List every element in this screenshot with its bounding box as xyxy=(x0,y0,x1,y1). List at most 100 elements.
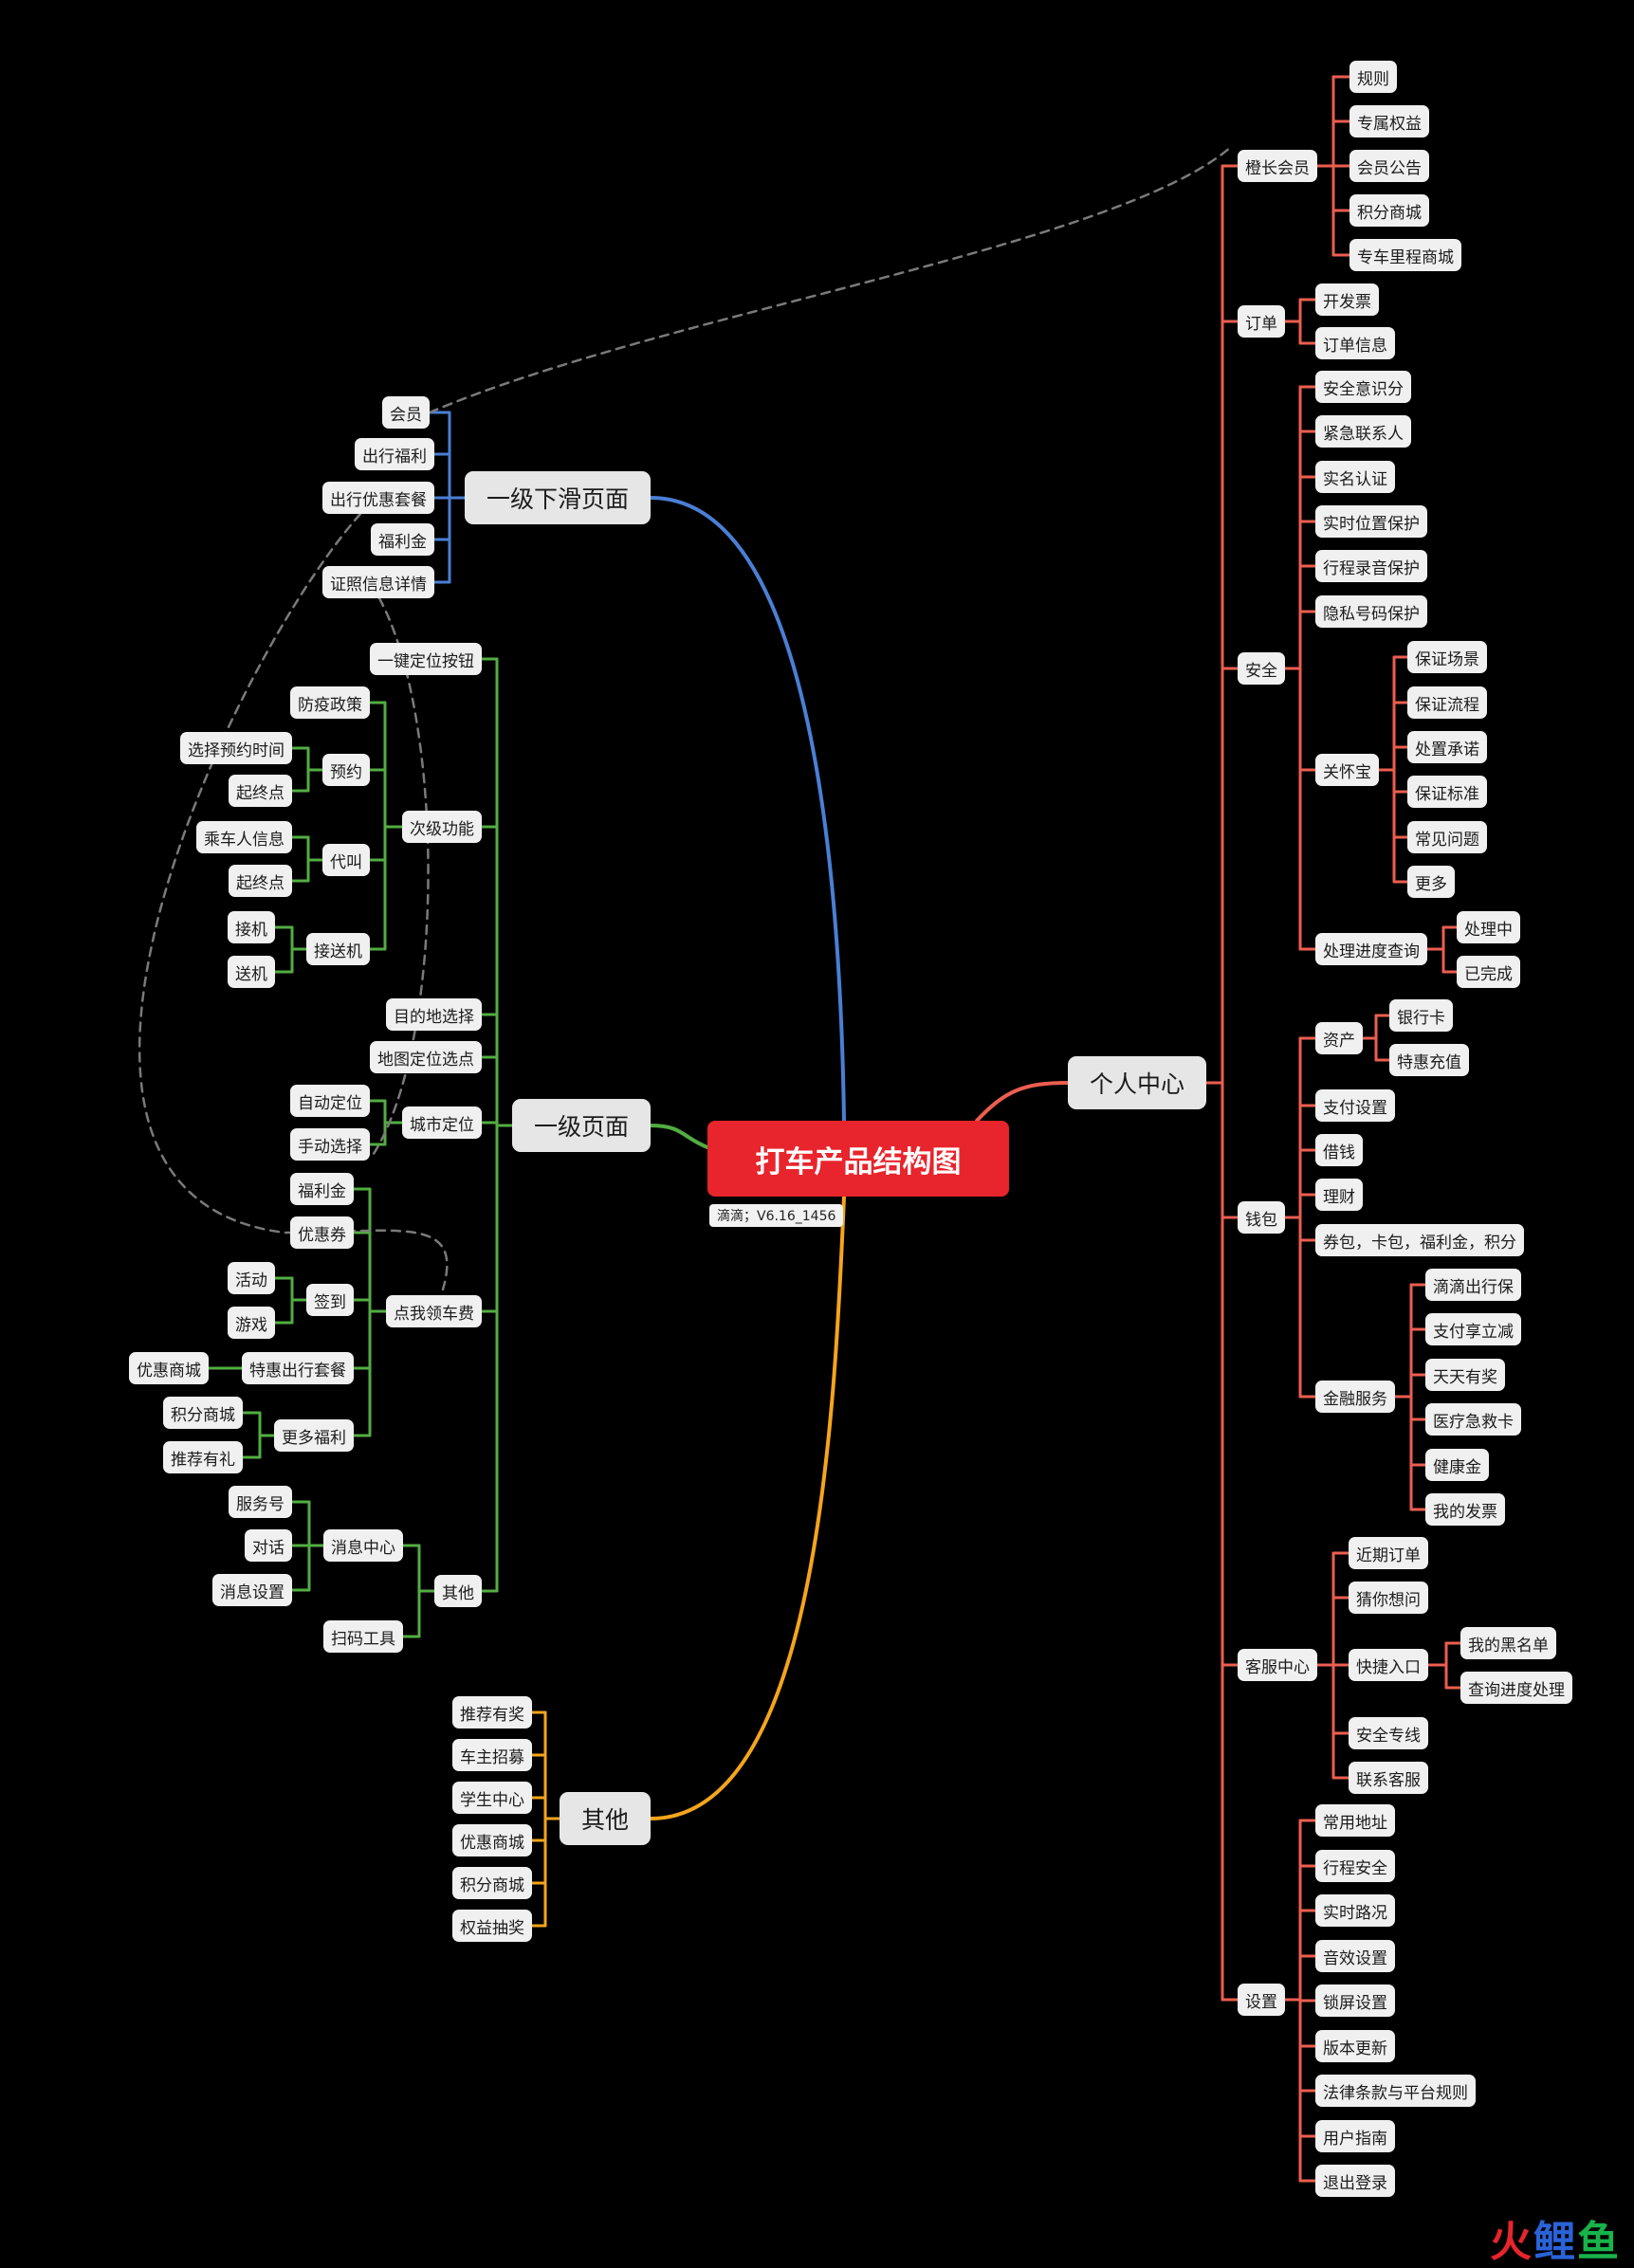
message-settings[interactable]: 消息设置 xyxy=(212,1574,292,1606)
first-page-one-click-locate[interactable]: 一键定位按钮 xyxy=(370,643,482,675)
personal-safety[interactable]: 安全 xyxy=(1238,652,1285,685)
care-guarantee-standard[interactable]: 保证标准 xyxy=(1407,776,1487,808)
wallet-pay-settings[interactable]: 支付设置 xyxy=(1315,1089,1395,1122)
first-page-claim-fare[interactable]: 点我领车费 xyxy=(386,1295,482,1327)
member-premium-mileage-mall[interactable]: 专车里程商城 xyxy=(1349,239,1461,271)
service-recent-orders[interactable]: 近期订单 xyxy=(1349,1537,1428,1569)
safety-privacy-number[interactable]: 隐私号码保护 xyxy=(1315,595,1427,628)
secondary-proxy-call[interactable]: 代叫 xyxy=(322,844,370,876)
secondary-reserve[interactable]: 预约 xyxy=(322,754,370,786)
care-guarantee-scenario[interactable]: 保证场景 xyxy=(1407,641,1487,673)
settings-lock-screen[interactable]: 锁屏设置 xyxy=(1315,1984,1395,2017)
service-guess-questions[interactable]: 猜你想问 xyxy=(1349,1582,1428,1614)
personal-settings[interactable]: 设置 xyxy=(1238,1984,1285,2016)
message-dialog[interactable]: 对话 xyxy=(245,1529,292,1562)
wallet-coupon-card-pack[interactable]: 券包，卡包，福利金，积分 xyxy=(1315,1224,1524,1256)
wallet-financial-services[interactable]: 金融服务 xyxy=(1315,1381,1395,1413)
others-student-center[interactable]: 学生中心 xyxy=(452,1782,532,1814)
progress-completed[interactable]: 已完成 xyxy=(1457,956,1520,988)
fare-coupon[interactable]: 优惠券 xyxy=(290,1216,354,1249)
root-title[interactable]: 打车产品结构图 xyxy=(707,1121,1009,1197)
branch-first-page[interactable]: 一级页面 xyxy=(512,1099,651,1152)
finance-pay-discount[interactable]: 支付享立减 xyxy=(1425,1313,1521,1345)
personal-service-center[interactable]: 客服中心 xyxy=(1238,1649,1317,1681)
service-quick-entry[interactable]: 快捷入口 xyxy=(1349,1649,1428,1681)
safety-care-treasure[interactable]: 关怀宝 xyxy=(1315,754,1379,786)
first-page-other[interactable]: 其他 xyxy=(434,1575,482,1607)
proxy-passenger-info[interactable]: 乘车人信息 xyxy=(196,821,292,853)
safety-emergency-contact[interactable]: 紧急联系人 xyxy=(1315,415,1411,448)
city-manual-select[interactable]: 手动选择 xyxy=(290,1128,370,1161)
settings-live-traffic[interactable]: 实时路况 xyxy=(1315,1894,1395,1927)
secondary-epidemic-policy[interactable]: 防疫政策 xyxy=(290,686,370,719)
top-slide-item-welfare-fund[interactable]: 福利金 xyxy=(371,523,434,556)
safety-location-protect[interactable]: 实时位置保护 xyxy=(1315,505,1427,538)
personal-member[interactable]: 橙长会员 xyxy=(1238,150,1317,182)
care-faq[interactable]: 常见问题 xyxy=(1407,821,1487,853)
assets-special-recharge[interactable]: 特惠充值 xyxy=(1389,1044,1469,1076)
fare-more-welfare[interactable]: 更多福利 xyxy=(274,1419,354,1452)
settings-logout[interactable]: 退出登录 xyxy=(1315,2165,1395,2197)
quick-query-progress[interactable]: 查询进度处理 xyxy=(1460,1672,1572,1704)
other-message-center[interactable]: 消息中心 xyxy=(323,1529,403,1562)
message-service-account[interactable]: 服务号 xyxy=(229,1486,292,1518)
top-slide-item-member[interactable]: 会员 xyxy=(382,396,430,429)
service-contact-support[interactable]: 联系客服 xyxy=(1349,1762,1428,1794)
member-exclusive-rights[interactable]: 专属权益 xyxy=(1349,105,1429,137)
fare-discount-package[interactable]: 特惠出行套餐 xyxy=(242,1352,354,1384)
assets-bank-card[interactable]: 银行卡 xyxy=(1389,999,1453,1032)
more-points-mall[interactable]: 积分商城 xyxy=(163,1397,243,1429)
signin-activity[interactable]: 活动 xyxy=(228,1262,275,1294)
reserve-start-end[interactable]: 起终点 xyxy=(229,775,292,807)
settings-sound[interactable]: 音效设置 xyxy=(1315,1940,1395,1972)
safety-real-name[interactable]: 实名认证 xyxy=(1315,461,1395,493)
member-notice[interactable]: 会员公告 xyxy=(1349,150,1429,182)
care-guarantee-process[interactable]: 保证流程 xyxy=(1407,686,1487,719)
finance-my-invoice[interactable]: 我的发票 xyxy=(1425,1493,1505,1526)
signin-game[interactable]: 游戏 xyxy=(228,1307,275,1339)
other-scan-tool[interactable]: 扫码工具 xyxy=(323,1620,403,1653)
branch-personal-center[interactable]: 个人中心 xyxy=(1068,1056,1206,1109)
progress-processing[interactable]: 处理中 xyxy=(1457,911,1520,943)
settings-version-update[interactable]: 版本更新 xyxy=(1315,2030,1395,2062)
city-auto-locate[interactable]: 自动定位 xyxy=(290,1085,370,1117)
others-points-mall[interactable]: 积分商城 xyxy=(452,1867,532,1899)
first-page-city-locate[interactable]: 城市定位 xyxy=(402,1107,482,1139)
personal-wallet[interactable]: 钱包 xyxy=(1238,1201,1285,1234)
airport-pickup[interactable]: 接机 xyxy=(228,911,275,943)
others-referral-reward[interactable]: 推荐有奖 xyxy=(452,1696,532,1728)
safety-awareness-score[interactable]: 安全意识分 xyxy=(1315,371,1411,403)
personal-order[interactable]: 订单 xyxy=(1238,305,1285,338)
first-page-map-point[interactable]: 地图定位选点 xyxy=(370,1041,482,1073)
airport-dropoff[interactable]: 送机 xyxy=(228,956,275,988)
wallet-wealth[interactable]: 理财 xyxy=(1315,1179,1363,1211)
order-invoice[interactable]: 开发票 xyxy=(1315,284,1379,316)
care-disposal-promise[interactable]: 处置承诺 xyxy=(1407,731,1487,763)
service-safety-hotline[interactable]: 安全专线 xyxy=(1349,1717,1428,1749)
settings-user-guide[interactable]: 用户指南 xyxy=(1315,2120,1395,2152)
fare-welfare-fund[interactable]: 福利金 xyxy=(290,1173,354,1205)
top-slide-item-license-info[interactable]: 证照信息详情 xyxy=(322,566,434,598)
fare-signin[interactable]: 签到 xyxy=(306,1284,354,1316)
quick-my-blacklist[interactable]: 我的黑名单 xyxy=(1460,1627,1556,1659)
first-page-destination[interactable]: 目的地选择 xyxy=(386,998,482,1031)
proxy-start-end[interactable]: 起终点 xyxy=(229,865,292,897)
package-discount-mall[interactable]: 优惠商城 xyxy=(129,1352,209,1384)
wallet-assets[interactable]: 资产 xyxy=(1315,1022,1363,1054)
branch-top-slide-page[interactable]: 一级下滑页面 xyxy=(465,471,651,524)
top-slide-item-travel-welfare[interactable]: 出行福利 xyxy=(355,438,434,470)
settings-common-address[interactable]: 常用地址 xyxy=(1315,1804,1395,1837)
finance-travel-insurance[interactable]: 滴滴出行保 xyxy=(1425,1269,1521,1301)
safety-recording-protect[interactable]: 行程录音保护 xyxy=(1315,550,1427,582)
others-discount-mall[interactable]: 优惠商城 xyxy=(452,1824,532,1856)
finance-medical-card[interactable]: 医疗急救卡 xyxy=(1425,1403,1521,1436)
finance-health-fund[interactable]: 健康金 xyxy=(1425,1449,1489,1481)
others-rights-lottery[interactable]: 权益抽奖 xyxy=(452,1910,532,1942)
branch-others[interactable]: 其他 xyxy=(560,1792,651,1845)
first-page-secondary-functions[interactable]: 次级功能 xyxy=(402,811,482,843)
settings-legal-terms[interactable]: 法律条款与平台规则 xyxy=(1315,2075,1476,2107)
care-more[interactable]: 更多 xyxy=(1407,866,1455,898)
wallet-borrow[interactable]: 借钱 xyxy=(1315,1134,1363,1166)
order-info[interactable]: 订单信息 xyxy=(1315,327,1395,359)
settings-trip-safety[interactable]: 行程安全 xyxy=(1315,1850,1395,1882)
